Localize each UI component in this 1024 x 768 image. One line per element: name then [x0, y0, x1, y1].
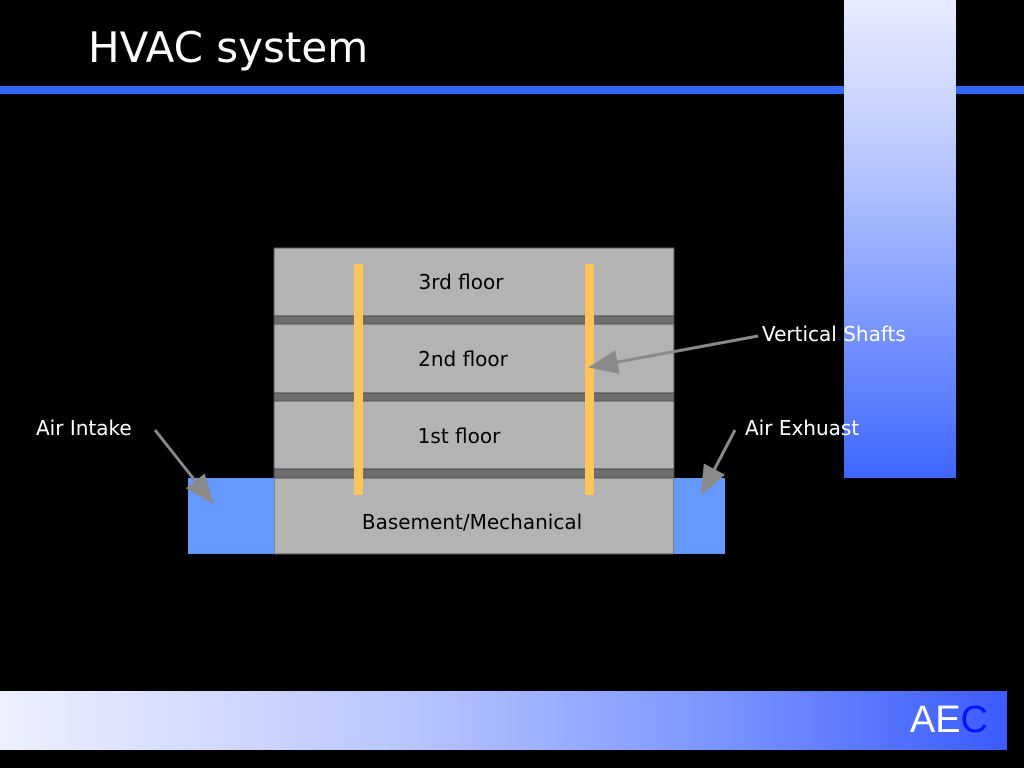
logo-prefix: AE	[909, 699, 961, 741]
vertical-shaft-right	[585, 264, 594, 495]
floor-1-block	[273, 400, 675, 470]
air-exhaust-arrow	[700, 429, 737, 496]
slab-1	[273, 468, 675, 479]
title-underline	[0, 86, 1024, 94]
floor-1-label: 1st floor	[417, 424, 501, 448]
vertical-shafts-label: Vertical Shafts	[762, 322, 906, 346]
air-exhaust-box	[674, 478, 725, 554]
vertical-shaft-left	[354, 264, 363, 495]
slab-3	[273, 315, 675, 325]
basement-label: Basement/Mechanical	[361, 510, 583, 534]
vertical-shafts-arrow	[588, 334, 759, 374]
logo-accent: C	[960, 699, 988, 741]
aec-logo: AEC	[910, 698, 988, 742]
floor-3-block	[273, 247, 675, 317]
bottom-gradient-bar	[0, 691, 1007, 750]
air-intake-label: Air Intake	[36, 416, 132, 440]
slide-title: HVAC system	[88, 23, 369, 72]
air-intake-arrow	[153, 429, 214, 505]
floor-2-label: 2nd floor	[418, 347, 508, 371]
floor-3-label: 3rd floor	[418, 270, 504, 294]
right-gradient-bar	[844, 0, 956, 478]
air-exhaust-label: Air Exhuast	[745, 416, 860, 440]
slab-2	[273, 392, 675, 402]
